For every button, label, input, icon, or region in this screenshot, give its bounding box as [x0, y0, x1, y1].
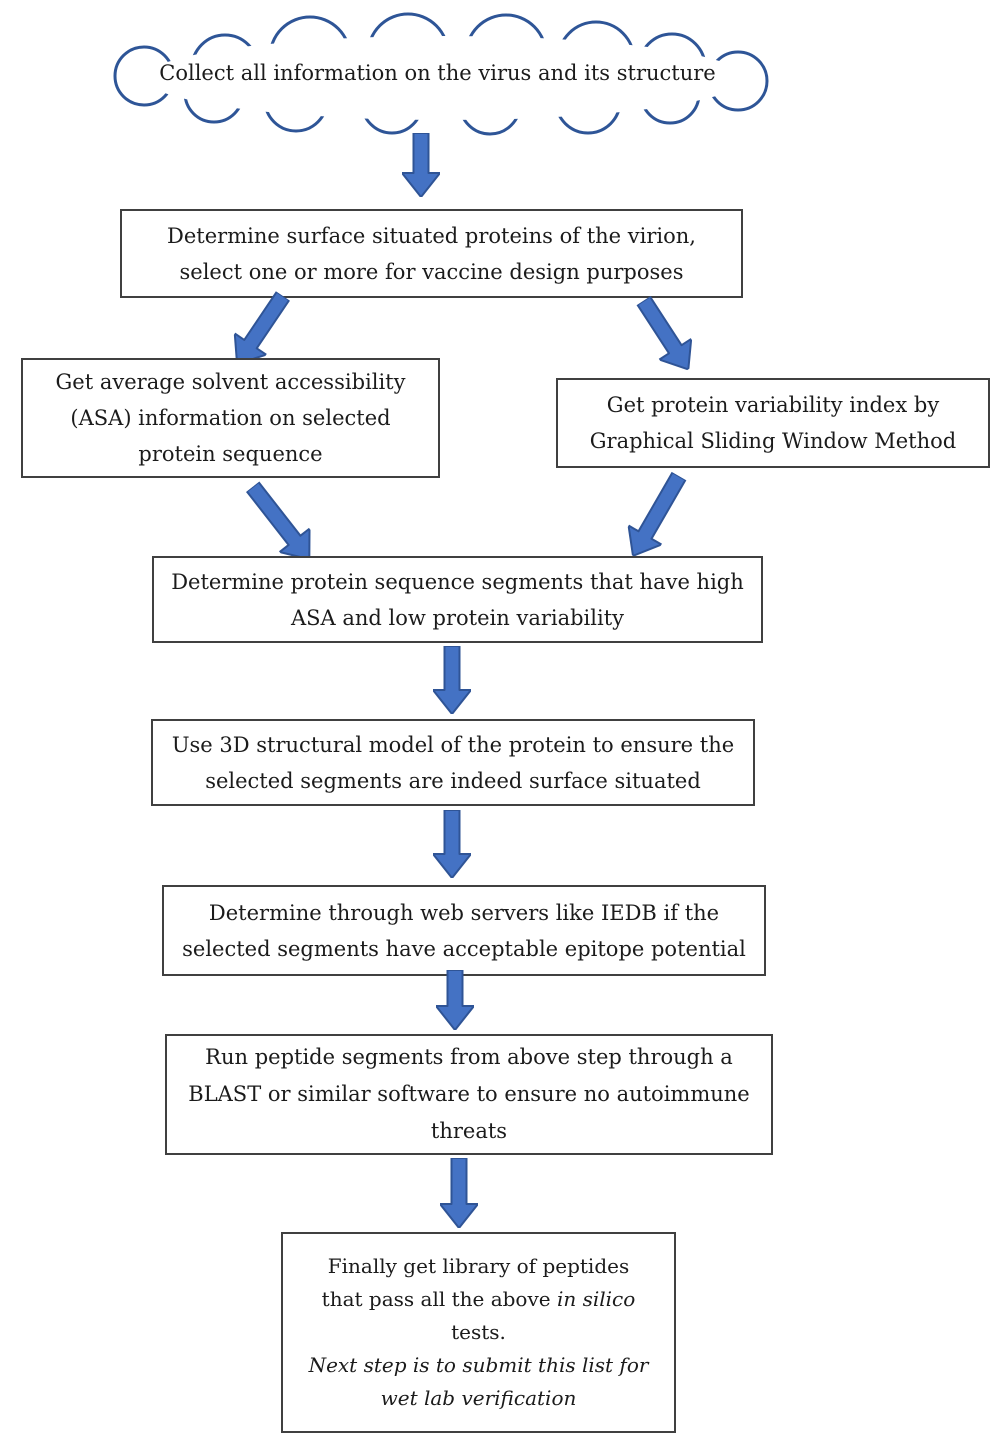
step-text-line: select one or more for vaccine design pu…	[179, 259, 684, 284]
cloud-label: Collect all information on the virus and…	[159, 61, 716, 85]
step-determine-surface-proteins: Determine surface situated proteins of t…	[120, 209, 743, 298]
step-text-line: Determine protein sequence segments that…	[171, 569, 744, 594]
step-text-line: threats	[430, 1119, 508, 1143]
step-text-line: selected segments are indeed surface sit…	[205, 768, 701, 793]
step-text-line: wet lab verification	[380, 1386, 577, 1410]
step-text-line: Finally get library of peptides	[327, 1254, 630, 1278]
step-text-line: Get average solvent accessibility	[55, 370, 406, 394]
step-get-asa-info: Get average solvent accessibility (ASA) …	[21, 358, 440, 478]
diagonal-arrow-icon	[238, 475, 325, 571]
step-text-line: Graphical Sliding Window Method	[589, 429, 957, 453]
diagonal-arrow-icon	[617, 467, 696, 566]
step-blast-autoimmune-check: Run peptide segments from above step thr…	[165, 1034, 773, 1155]
step-text-line: Determine through web servers like IEDB …	[208, 900, 720, 925]
step-determine-segments: Determine protein sequence segments that…	[152, 556, 763, 643]
step-get-variability-index: Get protein variability index by Graphic…	[556, 378, 990, 468]
step-text-segment-italic: in silico	[556, 1287, 636, 1311]
down-arrow-icon	[402, 133, 440, 197]
step-text-segment: that pass all the above	[321, 1287, 557, 1311]
diagonal-arrow-icon	[628, 290, 705, 379]
down-arrow-icon	[440, 1158, 478, 1228]
step-final-peptide-library: Finally get library of peptides that pas…	[281, 1232, 676, 1433]
step-use-3d-model: Use 3D structural model of the protein t…	[151, 719, 755, 806]
step-text-line: Get protein variability index by	[606, 393, 940, 417]
step-text-line: Run peptide segments from above step thr…	[205, 1045, 733, 1069]
cloud-shape: Collect all information on the virus and…	[100, 10, 775, 136]
down-arrow-icon	[433, 810, 471, 878]
step-text-line: selected segments have acceptable epitop…	[182, 936, 746, 961]
down-arrow-icon	[433, 646, 471, 714]
step-text-line: Next step is to submit this list for	[308, 1353, 649, 1377]
cloud-outline-icon	[113, 12, 769, 136]
down-arrow-icon	[436, 970, 474, 1030]
step-text-line: (ASA) information on selected	[70, 406, 391, 430]
step-text-line: protein sequence	[138, 442, 323, 466]
step-text-line: ASA and low protein variability	[290, 605, 625, 630]
step-text-line: tests.	[451, 1320, 506, 1344]
step-text-line: that pass all the above in silico	[322, 1283, 636, 1316]
step-text-line: BLAST or similar software to ensure no a…	[188, 1082, 750, 1106]
step-text-line: Use 3D structural model of the protein t…	[171, 732, 735, 757]
step-check-epitope-potential: Determine through web servers like IEDB …	[162, 885, 766, 976]
step-text-line: Determine surface situated proteins of t…	[167, 223, 696, 248]
